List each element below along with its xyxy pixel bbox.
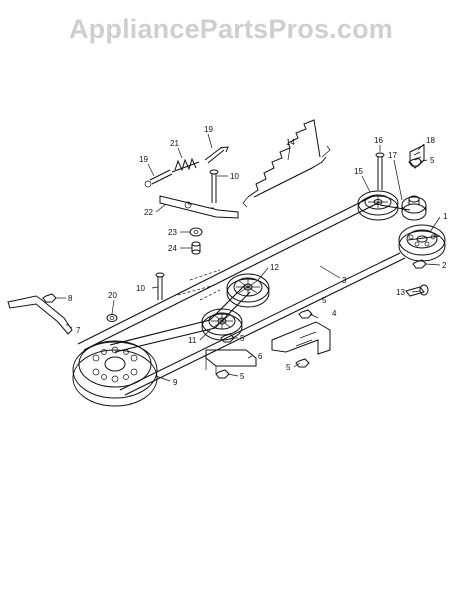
bolt-16 (375, 152, 385, 190)
lower-idler-pulley (201, 308, 243, 341)
spacer-24 (191, 241, 201, 255)
callout-7: 7 (76, 326, 81, 335)
engine-pulley (72, 340, 158, 407)
nut-5-lower-right (295, 358, 310, 368)
callout-5-lower: 5 (240, 372, 245, 381)
belt-keeper-rod-7 (7, 295, 73, 335)
callout-23: 23 (168, 228, 177, 237)
callout-9: 9 (173, 378, 178, 387)
washer-20 (106, 314, 118, 322)
callout-5-lower-right: 5 (286, 363, 291, 372)
washer-23 (189, 227, 203, 237)
nut-5-bracket (298, 309, 313, 319)
extension-spring (242, 119, 331, 208)
watermark-text: AppliancePartsPros.com (68, 14, 393, 44)
callout-10-upper: 10 (230, 172, 239, 181)
callout-14: 14 (286, 138, 295, 147)
callout-12: 12 (270, 263, 279, 272)
spring-link-left (144, 169, 173, 188)
callout-15: 15 (354, 167, 363, 176)
callout-5-upper-right: 5 (430, 156, 435, 165)
spring-link-rod (204, 146, 229, 164)
callout-2: 2 (442, 261, 447, 270)
callout-10-lower: 10 (136, 284, 145, 293)
callout-19-right: 19 (204, 125, 213, 134)
belt-guide-bracket-6 (205, 349, 257, 374)
callout-13: 13 (396, 288, 405, 297)
transmission-pulley (398, 224, 446, 262)
callout-6: 6 (258, 352, 263, 361)
leader-lines (56, 133, 441, 382)
callout-5-bracket: 5 (322, 296, 327, 305)
shoulder-bolt-10-lower (155, 272, 165, 300)
nut-2 (412, 259, 427, 269)
drive-belt-upper (77, 194, 411, 351)
callout-16: 16 (374, 136, 383, 145)
callout-3: 3 (342, 276, 347, 285)
callout-1: 1 (443, 212, 448, 221)
small-spring (171, 157, 200, 173)
callout-8: 8 (68, 294, 73, 303)
belt-guide-bracket (409, 144, 425, 169)
callout-20: 20 (108, 291, 117, 300)
callout-4: 4 (332, 309, 337, 318)
transmission-input-shaft (401, 195, 427, 221)
callout-labels: 1 2 3 4 5 5 5 5 5 6 7 8 9 10 10 11 12 13… (68, 125, 448, 387)
callout-17: 17 (388, 151, 397, 160)
nut-8 (42, 293, 57, 303)
center-idler-pulley (226, 273, 270, 308)
transmission-idler-pulley (357, 190, 399, 221)
nut-5-center (220, 333, 235, 343)
callout-18: 18 (426, 136, 435, 145)
nut-5-lower (215, 369, 230, 379)
callout-24: 24 (168, 244, 177, 253)
shoulder-bolt-10-upper (209, 169, 219, 203)
belt-keeper-bracket-4 (271, 321, 331, 355)
callout-22: 22 (144, 208, 153, 217)
nut-5-right-upper (408, 157, 423, 167)
bolt-13 (405, 284, 429, 297)
drive-belt-lower (119, 235, 441, 396)
idler-arm-bracket (159, 195, 239, 219)
callout-11: 11 (188, 336, 197, 345)
callout-21: 21 (170, 139, 179, 148)
callout-5-center: 5 (240, 334, 245, 343)
callout-19-left: 19 (139, 155, 148, 164)
